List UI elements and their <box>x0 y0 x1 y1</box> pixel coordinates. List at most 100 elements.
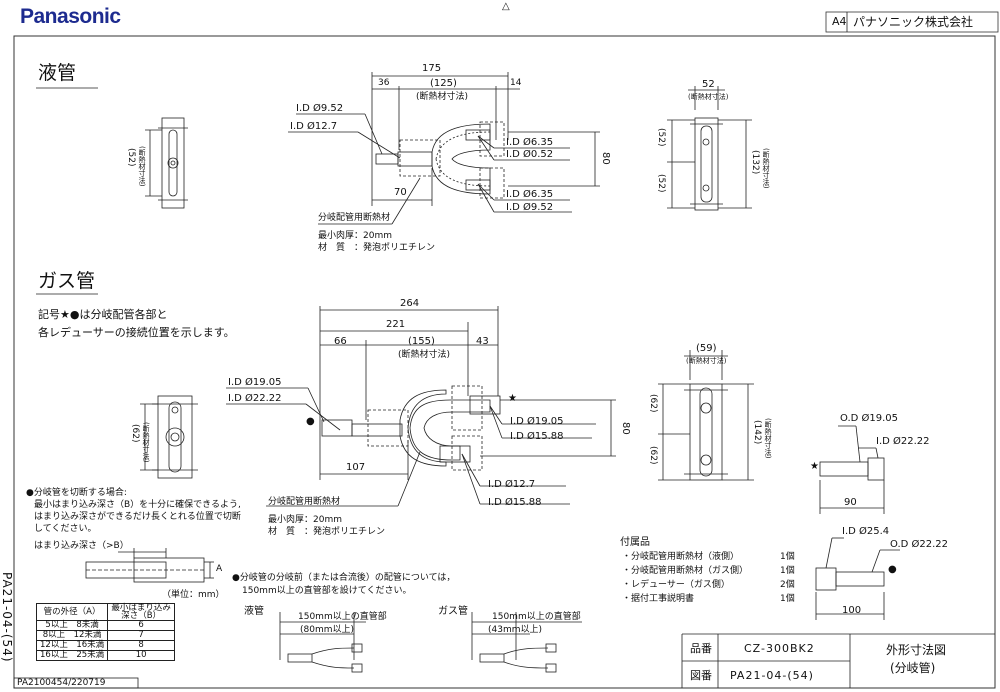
gas-right-62-b: (62) <box>648 446 658 465</box>
branch-gas-figure <box>471 612 582 673</box>
liquid-right-insul-2: (断熱材寸法) <box>762 148 770 189</box>
drawing-number-label: 図番 <box>690 669 712 682</box>
reducer2-id-25-4: I.D Ø25.4 <box>842 526 890 537</box>
unit-label: （単位：mm） <box>162 590 225 600</box>
dim-155: (155) <box>408 336 435 347</box>
dim-43: 43 <box>476 336 489 347</box>
reducer-1-view <box>819 425 885 514</box>
gas-side-view <box>140 395 198 479</box>
gas-note-1: 記号★●は分岐配管各部と <box>38 308 168 321</box>
gas-id-19-05: I.D Ø19.05 <box>228 377 282 388</box>
gas-id-19-05-b: I.D Ø19.05 <box>510 416 564 427</box>
outer-diameter-a: A <box>216 564 223 574</box>
gas-cover-label: 分岐配管用断熱材 <box>268 497 341 507</box>
table-header-a: 管の外径（A） <box>35 603 109 621</box>
liquid-right-52-a: (52) <box>656 128 666 147</box>
dim-70: 70 <box>394 187 407 198</box>
dim-125: (125) <box>430 78 457 89</box>
gas-main-view <box>226 306 616 507</box>
branch-liquid-dim-2: (80mm以上) <box>300 625 355 635</box>
gas-note-2: 各レデューサーの接続位置を示します。 <box>38 326 235 339</box>
gas-right-59: (59) <box>696 343 717 354</box>
branch-note-1: ●分岐管の分岐前（または合流後）の配管については， <box>232 573 456 583</box>
gas-side-insul: (断熱材寸法) <box>142 422 150 463</box>
accessory-item: ・分岐配管用断熱材（ガス側） <box>622 566 749 576</box>
liquid-side-52: (52) <box>126 148 136 167</box>
dim-80-liquid: 80 <box>600 152 611 165</box>
accessory-qty: 1個 <box>780 552 795 562</box>
drawing-number: PA21-04-(54) <box>730 669 814 682</box>
gas-id-15-88: I.D Ø15.88 <box>510 431 564 442</box>
gas-dot-marker: ● <box>306 416 315 427</box>
cut-note-3: はまり込み深さができるだけ長くとれる位置で切断 <box>34 512 241 522</box>
margin-drawing-number: PA21-04-(54) <box>0 572 14 663</box>
liquid-material: 材 質 ：発泡ポリエチレン <box>318 243 436 253</box>
reducer1-id-22-22: I.D Ø22.22 <box>876 436 930 447</box>
sheet-size: A4 <box>832 15 847 28</box>
dim-264: 264 <box>400 298 420 309</box>
part-number-label: 品番 <box>690 642 712 655</box>
branch-gas-dim-1: 150mm以上の直管部 <box>492 612 581 622</box>
branch-gas-label: ガス管 <box>438 606 468 617</box>
liquid-id-9-52-b: I.D Ø9.52 <box>506 202 554 213</box>
cut-note-1: ●分岐管を切断する場合: <box>26 488 127 498</box>
gas-id-15-88-b: I.D Ø15.88 <box>488 497 542 508</box>
reducer1-od-19-05: O.D Ø19.05 <box>840 413 899 424</box>
cut-note-2: 最小はまり込み深さ（B）を十分に確保できるよう, <box>34 500 241 510</box>
reducer2-dot-marker: ● <box>888 564 897 575</box>
accessory-item: ・据付工事説明書 <box>622 594 695 604</box>
liquid-right-52: 52 <box>702 79 715 90</box>
insertion-depth-label: はまり込み深さ（>B） <box>34 541 129 551</box>
gas-right-62-a: (62) <box>648 394 658 413</box>
part-number: CZ-300BK2 <box>744 642 815 655</box>
liquid-right-132: (132) <box>750 150 760 175</box>
insulation-dim-note: (断熱材寸法) <box>416 92 469 102</box>
accessory-item: ・分岐配管用断熱材（液側） <box>622 552 740 562</box>
dim-90: 90 <box>844 497 857 508</box>
gas-right-view <box>658 350 754 481</box>
gas-side-62: (62) <box>130 424 140 443</box>
liquid-right-insul: (断熱材寸法) <box>688 93 729 101</box>
gas-star-marker: ★ <box>508 393 517 404</box>
liquid-side-view <box>145 117 188 209</box>
gas-id-22-22: I.D Ø22.22 <box>228 393 282 404</box>
reducer2-od-22-22: O.D Ø22.22 <box>890 539 949 550</box>
liquid-id-0-52: I.D Ø0.52 <box>506 149 554 160</box>
gas-insulation-dim-note: (断熱材寸法) <box>398 350 451 360</box>
gas-right-insul: (断熱材寸法) <box>686 357 727 365</box>
gas-right-142: (142) <box>752 420 762 445</box>
branch-liquid-label: 液管 <box>244 606 264 617</box>
accessory-qty: 1個 <box>780 566 795 576</box>
cut-note-4: してください。 <box>34 524 97 534</box>
liquid-id-9-52: I.D Ø9.52 <box>296 103 344 114</box>
company-name: パナソニック株式会社 <box>853 15 974 29</box>
top-center-mark: △ <box>502 1 510 12</box>
gas-min-thickness: 最小肉厚：20mm <box>268 515 342 525</box>
accessory-qty: 1個 <box>780 594 795 604</box>
gas-id-12-7: I.D Ø12.7 <box>488 479 536 490</box>
accessory-qty: 2個 <box>780 580 795 590</box>
liquid-right-52-b: (52) <box>656 174 666 193</box>
branch-gas-dim-2: (43mm以上) <box>488 625 543 635</box>
liquid-id-6-35-a: I.D Ø6.35 <box>506 137 554 148</box>
branch-liquid-figure <box>279 612 366 673</box>
brand-logo: Panasonic <box>20 5 121 28</box>
liquid-id-12-7: I.D Ø12.7 <box>290 121 338 132</box>
dim-107: 107 <box>346 462 366 473</box>
branch-note-2: 150mm以上の直管部を設けてください。 <box>242 586 412 596</box>
gas-section-title: ガス管 <box>38 270 96 292</box>
liquid-main-view <box>288 72 600 225</box>
dim-36: 36 <box>378 78 390 88</box>
dim-175: 175 <box>422 63 442 74</box>
gas-material: 材 質 ：発泡ポリエチレン <box>268 527 386 537</box>
liquid-min-thickness: 最小肉厚：20mm <box>318 231 392 241</box>
liquid-id-6-35-b: I.D Ø6.35 <box>506 189 554 200</box>
dim-221: 221 <box>386 319 406 330</box>
drawing-title: 外形寸法図 <box>886 643 947 657</box>
